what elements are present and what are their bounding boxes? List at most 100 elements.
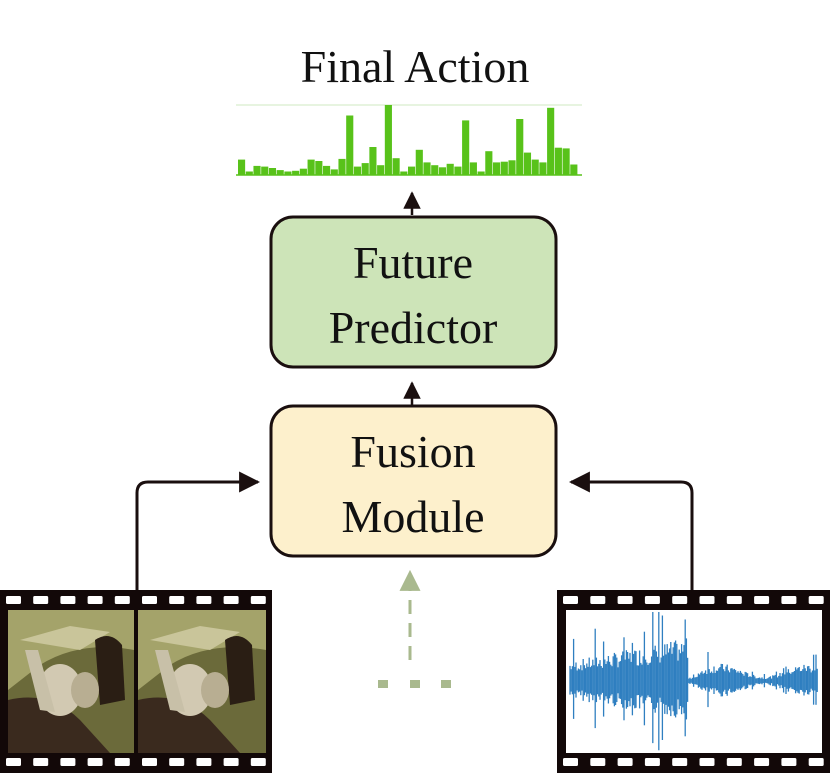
histogram-bar xyxy=(415,149,423,175)
histogram-bar xyxy=(469,162,477,175)
histogram-bar xyxy=(253,165,261,175)
histogram-bar xyxy=(384,105,392,175)
sprocket-hole xyxy=(33,596,49,604)
sprocket-hole xyxy=(808,596,824,604)
histogram-bar xyxy=(299,168,307,175)
histogram-bar xyxy=(276,170,284,175)
sprocket-hole xyxy=(726,596,742,604)
histogram-bar xyxy=(547,107,555,175)
sprocket-hole xyxy=(672,758,688,766)
ellipsis-icon xyxy=(378,680,451,688)
sprocket-hole xyxy=(196,758,212,766)
histogram-bar xyxy=(377,165,385,175)
future-predictor-box: Future Predictor xyxy=(269,215,558,369)
histogram-bar xyxy=(307,159,315,175)
sprocket-hole xyxy=(6,596,21,604)
sprocket-hole xyxy=(590,758,606,766)
histogram-bar xyxy=(508,160,516,175)
histogram-bar xyxy=(462,120,470,175)
histogram-bar xyxy=(477,171,485,175)
sprocket-hole xyxy=(563,758,578,766)
histogram-bar xyxy=(238,159,246,175)
sprocket-hole xyxy=(781,758,797,766)
sprocket-hole xyxy=(590,596,606,604)
histogram-bar xyxy=(323,165,331,175)
sprocket-hole xyxy=(617,596,633,604)
histogram-bar xyxy=(330,169,338,175)
future-predictor-line1: Future xyxy=(353,237,473,288)
sprocket-hole xyxy=(617,758,633,766)
histogram-bar xyxy=(268,168,277,175)
histogram-bar xyxy=(408,166,416,175)
sprocket-hole xyxy=(114,758,130,766)
histogram-bar xyxy=(346,115,354,175)
histogram-bar xyxy=(284,171,292,175)
histogram-bar xyxy=(438,167,447,175)
histogram-bar xyxy=(353,166,362,175)
sprocket-hole xyxy=(699,758,715,766)
sprocket-hole xyxy=(808,758,824,766)
video-frames-icon xyxy=(0,590,272,773)
arrow-audio-to-fusion xyxy=(568,471,694,590)
histogram-bar xyxy=(554,147,562,175)
sprocket-hole xyxy=(169,758,185,766)
histogram-bar xyxy=(315,161,323,175)
audio-waveform-icon xyxy=(557,590,830,773)
fusion-module-line2: Module xyxy=(341,491,484,542)
sprocket-hole xyxy=(169,596,185,604)
histogram-bar xyxy=(423,162,431,175)
histogram-bar xyxy=(400,171,408,175)
action-histogram xyxy=(236,104,582,176)
histogram-bar xyxy=(369,147,377,175)
histogram-bar xyxy=(570,164,578,175)
histogram-bar xyxy=(292,170,300,175)
sprocket-hole xyxy=(754,596,770,604)
histogram-bar xyxy=(539,162,547,175)
histogram-bar xyxy=(245,171,253,175)
sprocket-hole xyxy=(114,596,130,604)
sprocket-hole xyxy=(33,758,49,766)
fusion-module-rect xyxy=(269,404,558,558)
sprocket-hole xyxy=(644,596,660,604)
sprocket-hole xyxy=(196,596,212,604)
histogram-bar xyxy=(446,163,454,175)
fusion-module-line1: Fusion xyxy=(350,426,475,477)
sprocket-hole xyxy=(563,596,578,604)
histogram-bar xyxy=(523,152,532,175)
sprocket-hole xyxy=(644,758,660,766)
histogram-bar xyxy=(493,162,501,175)
sprocket-hole xyxy=(142,758,157,766)
sprocket-hole xyxy=(223,758,239,766)
sprocket-hole xyxy=(754,758,770,766)
sprocket-hole xyxy=(60,596,76,604)
waveform xyxy=(569,612,818,751)
histogram-bar xyxy=(531,159,539,175)
sprocket-hole xyxy=(142,596,157,604)
histogram-bar xyxy=(261,166,269,175)
sprocket-hole xyxy=(87,596,103,604)
sprocket-hole xyxy=(250,596,266,604)
sprocket-hole xyxy=(6,758,21,766)
sprocket-hole xyxy=(699,596,715,604)
sprocket-hole xyxy=(250,758,266,766)
histogram-bar xyxy=(500,161,508,175)
video-sprocket-holes xyxy=(6,596,266,766)
sprocket-hole xyxy=(60,758,76,766)
histogram-bar xyxy=(431,165,439,175)
future-predictor-rect xyxy=(269,215,558,369)
arrow-video-to-fusion xyxy=(135,471,261,590)
fusion-module-box: Fusion Module xyxy=(269,404,558,558)
sprocket-hole xyxy=(87,758,103,766)
sprocket-hole xyxy=(672,596,688,604)
histogram-bar xyxy=(562,148,570,175)
histogram-bar xyxy=(516,119,524,175)
sprocket-hole xyxy=(781,596,797,604)
histogram-bar xyxy=(392,158,400,175)
histogram-bar xyxy=(454,166,462,175)
audio-sprocket-holes xyxy=(563,596,824,766)
histogram-bar xyxy=(361,163,369,175)
histogram-bar xyxy=(485,151,493,175)
sprocket-hole xyxy=(223,596,239,604)
final-action-title: Final Action xyxy=(301,41,530,92)
